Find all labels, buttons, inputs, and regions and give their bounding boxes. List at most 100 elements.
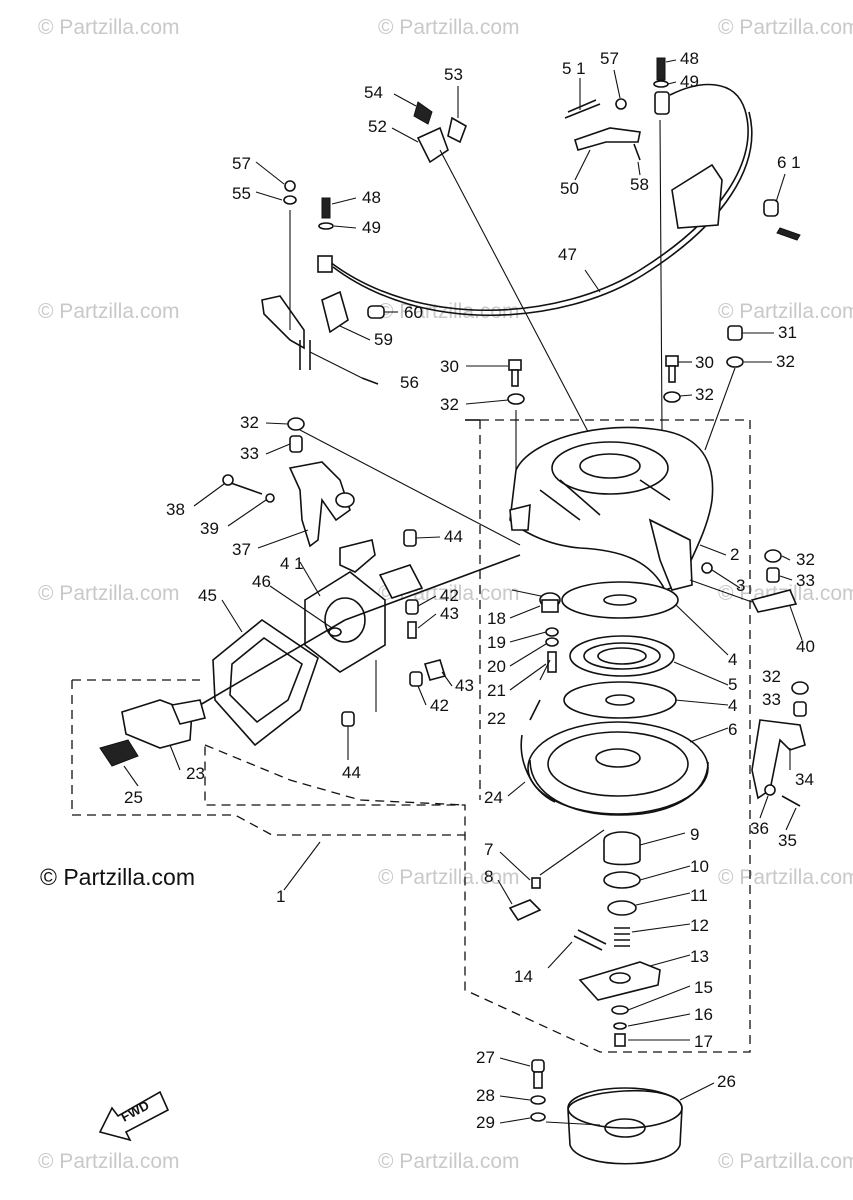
collar-42-top xyxy=(405,599,419,615)
rope xyxy=(199,619,346,706)
callout-5: 5 xyxy=(728,675,737,694)
bolt-30-head xyxy=(508,359,522,371)
lead-33-left-label xyxy=(265,443,291,455)
lead-48-label xyxy=(331,197,357,205)
bushing-33-left xyxy=(289,435,303,453)
lead-14 xyxy=(547,941,573,969)
lead-55-label xyxy=(255,191,283,201)
callout-21: 21 xyxy=(487,681,506,700)
watermark-row3-left: © Partzilla.com xyxy=(38,582,180,605)
callout-31: 31 xyxy=(778,323,797,342)
guide-top xyxy=(339,539,376,573)
callout-6: 6 xyxy=(728,720,737,739)
collar-32-right-a xyxy=(764,549,782,563)
washer-28 xyxy=(530,1095,546,1105)
lead-15 xyxy=(627,985,691,1011)
lead-42-bottom-label xyxy=(417,685,427,706)
pulley-group xyxy=(530,1059,683,1165)
ring-11 xyxy=(607,900,637,916)
lead-13 xyxy=(649,954,691,967)
callout-56: 56 xyxy=(400,373,419,392)
bushing-18-body xyxy=(541,599,559,613)
housing-top-dome xyxy=(551,441,669,495)
bolt-30-right-shank xyxy=(668,365,676,383)
callout-32e: 32 xyxy=(796,550,815,569)
screw-61 xyxy=(776,227,801,241)
pin-56 xyxy=(361,377,379,385)
callout-28: 28 xyxy=(476,1086,495,1105)
collar-32-right xyxy=(663,391,681,403)
callout-29: 29 xyxy=(476,1113,495,1132)
plate-4-bottom-hole xyxy=(605,694,635,706)
callout-59: 59 xyxy=(374,330,393,349)
callout-61: 6 1 xyxy=(777,153,801,172)
lead-40-label xyxy=(789,605,803,641)
reel-stack xyxy=(511,581,729,816)
lead-20-label xyxy=(509,643,547,667)
spring-7 xyxy=(531,877,541,889)
drive-stack xyxy=(508,829,691,1047)
callout-38: 38 xyxy=(166,500,185,519)
washer-10 xyxy=(603,871,641,889)
watermark-row2-right: © Partzilla.com xyxy=(718,300,853,323)
part-53 xyxy=(447,116,467,144)
lead-39-label xyxy=(227,499,267,527)
cable-47-inner xyxy=(332,111,753,316)
callout-numbers: 1 2 3 4 4 5 6 7 8 9 10 11 12 13 14 15 16… xyxy=(124,49,815,1132)
lead-12 xyxy=(631,923,691,933)
callout-11: 11 xyxy=(690,886,708,905)
cable-clamp-top xyxy=(654,91,670,115)
callout-27: 27 xyxy=(476,1048,495,1067)
callout-41: 4 1 xyxy=(280,554,304,573)
bolt-31 xyxy=(727,325,743,341)
lead-9 xyxy=(639,832,686,846)
lead-27-label xyxy=(499,1057,531,1067)
watermark-top-center: © Partzilla.com xyxy=(378,16,520,39)
callout-39: 39 xyxy=(200,519,219,538)
lever-left xyxy=(261,295,305,350)
washer-36 xyxy=(764,784,776,796)
collar-32-right-b xyxy=(791,681,809,695)
plate-4-top-hole xyxy=(603,594,637,606)
lead-44-top-label xyxy=(415,536,441,539)
bushing-33-right-a xyxy=(766,567,780,583)
spring-14 xyxy=(573,929,607,951)
callout-19: 19 xyxy=(487,633,506,652)
housing-top-boss xyxy=(579,453,641,479)
lead-1-label xyxy=(283,841,321,891)
callout-47: 47 xyxy=(558,245,577,264)
lever-50 xyxy=(574,127,641,151)
callout-13: 13 xyxy=(690,947,709,966)
callout-9: 9 xyxy=(690,825,699,844)
washer-29 xyxy=(530,1112,546,1122)
lead-10 xyxy=(639,865,691,881)
spring-5 xyxy=(569,635,675,677)
callout-34: 34 xyxy=(795,770,814,789)
lead-40 xyxy=(689,579,753,603)
watermark-top-right: © Partzilla.com xyxy=(718,16,853,39)
bolt-43-bottom xyxy=(423,659,447,681)
bolt-60 xyxy=(367,305,385,319)
bolt-48-left xyxy=(321,197,331,219)
screw-21 xyxy=(547,651,557,673)
bracket-top-right xyxy=(671,163,723,229)
washer-16 xyxy=(613,1022,627,1030)
pin-43-top xyxy=(407,621,417,639)
callout-60: 60 xyxy=(404,303,423,322)
nut-57-left xyxy=(284,180,296,192)
callout-43b: 43 xyxy=(455,676,474,695)
lead-7 xyxy=(539,829,605,876)
housing-leg-left xyxy=(509,503,531,531)
callout-42a: 42 xyxy=(440,586,459,605)
spring-5-core xyxy=(597,647,647,665)
lead-47 xyxy=(584,269,601,293)
bolt-44-bottom xyxy=(341,711,355,727)
callout-48b: 48 xyxy=(362,188,381,207)
lead-31 xyxy=(704,367,736,451)
pawl-plate-13-hole xyxy=(609,972,631,984)
leader-vertical-48 xyxy=(659,119,663,431)
pins-18-22 xyxy=(529,592,561,721)
callout-30b: 30 xyxy=(695,353,714,372)
bolt-30-right-head xyxy=(665,355,679,367)
